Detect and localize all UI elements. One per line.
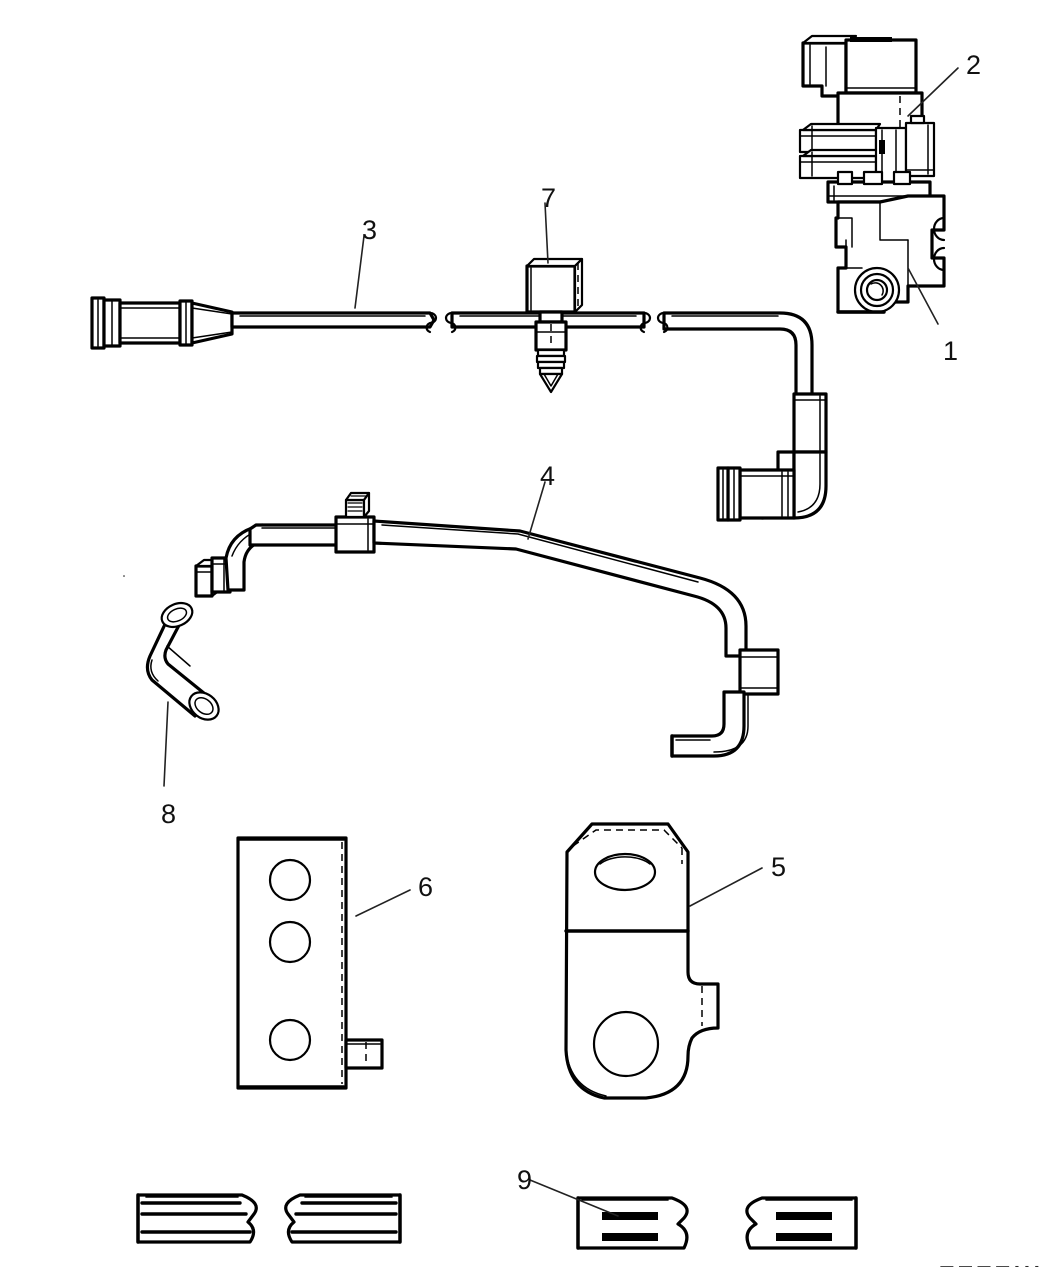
callout-leader-lines <box>163 67 959 1217</box>
leader-line-2 <box>907 67 959 117</box>
callout-label-8: 8 <box>161 799 177 829</box>
leader-line-6 <box>355 889 411 917</box>
callout-label-7: 7 <box>541 183 557 213</box>
part-2-purge-solenoid-valve <box>798 34 936 204</box>
part-4-crankcase-vent-hose <box>194 491 780 758</box>
leader-line-4 <box>527 481 546 540</box>
leader-line-5 <box>689 867 763 907</box>
leader-line-8 <box>163 701 169 787</box>
callout-label-3: 3 <box>362 215 378 245</box>
drawing-reference-code: — — — — - - - <box>940 1258 1040 1273</box>
part-9-hose-retaining-clip <box>576 1196 858 1250</box>
leader-line-1 <box>907 267 939 325</box>
callout-label-1: 1 <box>943 336 959 366</box>
callout-label-9: 9 <box>517 1165 533 1195</box>
callout-label-5: 5 <box>771 852 787 882</box>
leader-line-7 <box>544 202 549 264</box>
part-6-mounting-plate-three-hole <box>236 836 384 1090</box>
part-1-throttle-bracket-housing <box>834 194 946 314</box>
part-3-pcv-supply-hose <box>90 296 828 522</box>
part-8-elbow-hose-short <box>123 575 220 721</box>
part-7-pcv-valve <box>525 257 584 394</box>
callout-label-4: 4 <box>540 461 556 491</box>
callout-label-2: 2 <box>966 50 982 80</box>
leader-line-3 <box>354 235 365 309</box>
part-5-mounting-bracket-large <box>564 822 720 1100</box>
callout-label-6: 6 <box>418 872 434 902</box>
clip-cross-section-left-pair <box>136 1193 402 1244</box>
leader-line-9 <box>529 1179 619 1217</box>
